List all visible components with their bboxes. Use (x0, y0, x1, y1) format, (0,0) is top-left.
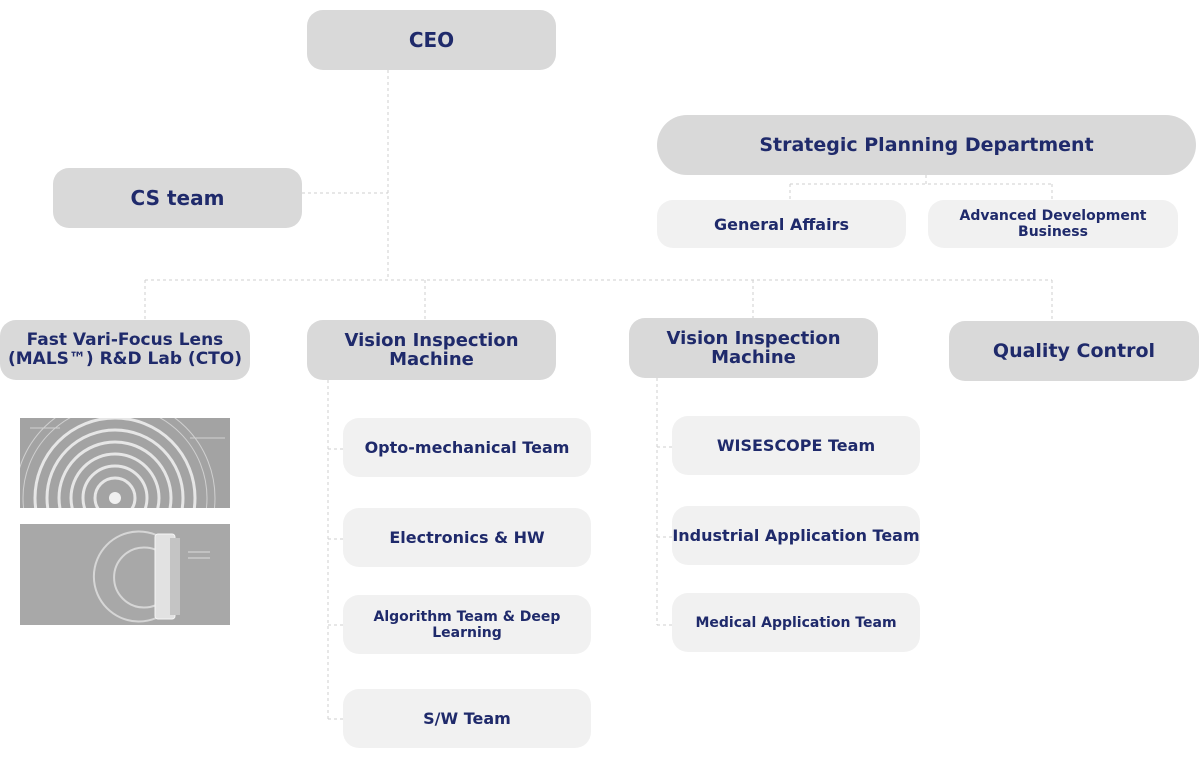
electronics-hw-box: Electronics & HW (343, 508, 591, 567)
quality-control-box: Quality Control (949, 321, 1199, 381)
lens-photo-bottom (20, 524, 230, 625)
industrial-application-team-box: Industrial Application Team (672, 506, 920, 565)
medical-application-team-box: Medical Application Team (672, 593, 920, 652)
general-affairs-box: General Affairs (657, 200, 906, 248)
lens-photo-top (20, 418, 230, 508)
wisescope-team-box: WISESCOPE Team (672, 416, 920, 475)
algorithm-team-box: Algorithm Team & Deep Learning (343, 595, 591, 654)
vision-machine-box-2: Vision Inspection Machine (629, 318, 878, 378)
opto-mechanical-team-box: Opto-mechanical Team (343, 418, 591, 477)
ceo-box: CEO (307, 10, 556, 70)
cs-team-box: CS team (53, 168, 302, 228)
strategic-planning-box: Strategic Planning Department (657, 115, 1196, 175)
vision-machine-box-1: Vision Inspection Machine (307, 320, 556, 380)
sw-team-box: S/W Team (343, 689, 591, 748)
advanced-development-box: Advanced Development Business (928, 200, 1178, 248)
lens-lab-box: Fast Vari-Focus Lens (MALS™) R&D Lab (CT… (0, 320, 250, 380)
